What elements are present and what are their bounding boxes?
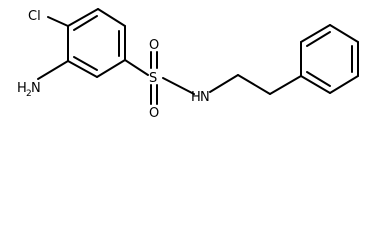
bond	[67, 60, 98, 78]
bond	[329, 24, 359, 43]
atom-label-amine-n: N	[31, 81, 41, 96]
double-bond-inner	[306, 31, 331, 47]
double-bond-inner	[73, 56, 98, 71]
atom-label-sulfur: S	[149, 71, 157, 86]
bond-s-n	[162, 77, 195, 95]
benzene-ring-right	[300, 24, 359, 94]
chemical-structure-diagram: Cl H 2 N S O O H N	[17, 8, 359, 121]
atom-label-chlorine: Cl	[28, 9, 41, 24]
bond	[300, 24, 331, 43]
bond-c-nh2	[37, 60, 69, 80]
bond	[300, 75, 331, 94]
bond	[97, 8, 126, 27]
bond-c-cl	[47, 16, 69, 27]
benzene-ring-left	[67, 8, 126, 78]
atom-label-amine-h-count: 2	[26, 89, 32, 99]
bond-c-s	[124, 59, 149, 76]
atom-label-amide-n: N	[200, 90, 210, 105]
atom-label-amide-h: H	[191, 90, 201, 105]
atom-label-oxygen-bottom: O	[149, 106, 159, 121]
atom-label-amine-h: H	[17, 81, 27, 96]
bond-n-ch2	[209, 74, 239, 93]
bond-ch2-phenyl	[269, 75, 302, 95]
bond	[329, 75, 359, 94]
bond	[67, 8, 99, 27]
double-bond-inner	[306, 71, 331, 87]
double-bond-inner	[73, 15, 98, 31]
bond-ch2-ch2	[237, 74, 271, 95]
atom-label-oxygen-top: O	[149, 38, 159, 53]
bond	[96, 59, 126, 78]
